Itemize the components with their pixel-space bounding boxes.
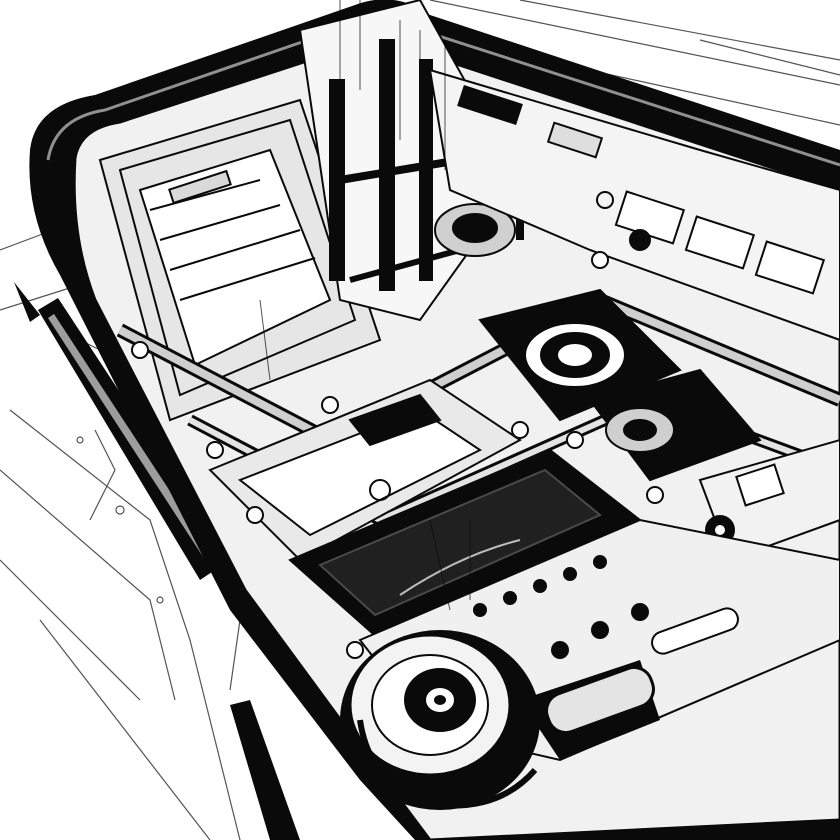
camera-lens-icon [340,630,660,810]
